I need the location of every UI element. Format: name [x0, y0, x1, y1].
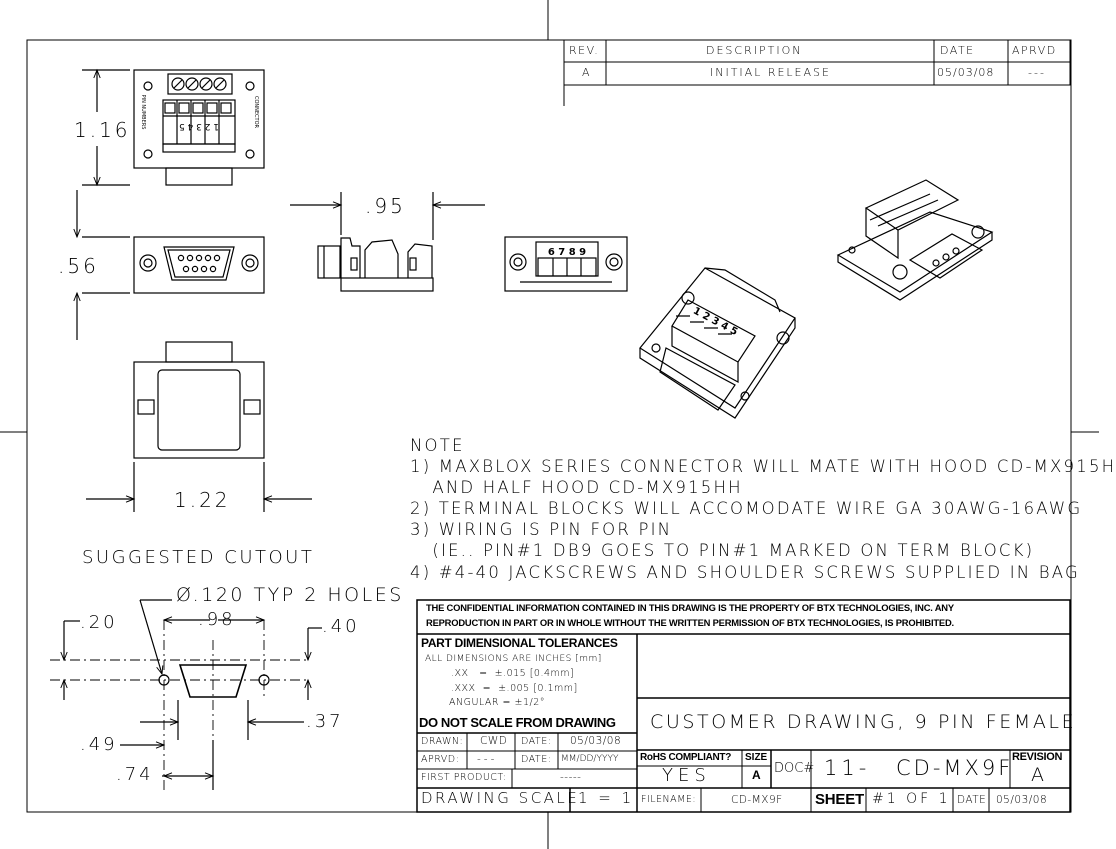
cutout-dim-40: .40 — [322, 616, 360, 637]
date-value: 05/03/08 — [996, 794, 1048, 806]
first-product-value: ----- — [560, 771, 582, 783]
confidential-line-2: REPRODUCTION IN PART OR IN WHOLE WITHOUT… — [426, 617, 954, 628]
approved-value: --- — [1028, 66, 1046, 79]
do-not-scale: DO NOT SCALE FROM DRAWING — [419, 715, 616, 730]
description-value: INITIAL RELEASE — [710, 66, 831, 79]
note-line-2: AND HALF HOOD CD-MX915HH — [410, 478, 743, 497]
filename-label: FILENAME: — [641, 794, 697, 805]
date-value: 05/03/08 — [937, 66, 995, 79]
aprvd-label: APRVD: — [421, 754, 460, 765]
top-view — [82, 68, 265, 187]
dim-depth-side: .95 — [365, 194, 406, 218]
drawn-value: CWD — [480, 735, 508, 747]
cutout-dim-37: .37 — [306, 711, 344, 732]
approved-header: APRVD — [1012, 44, 1057, 57]
doc-label: DOC# — [774, 761, 815, 776]
rohs-label: RoHS COMPLIANT? — [640, 752, 732, 763]
notes-heading: NOTE — [410, 436, 465, 455]
first-product-label: FIRST PRODUCT: — [421, 772, 507, 783]
top-view-side-label-2: CONNECTOR — [253, 96, 259, 129]
drawing-scale-label: DRAWING SCALE — [421, 789, 580, 807]
side-view — [290, 192, 485, 292]
tolerance-line-4: ANGULAR = ±1/2° — [449, 697, 546, 708]
drawn-date-label: DATE: — [521, 736, 552, 747]
rohs-value: YES — [662, 765, 711, 786]
drawing-scale-value: 1 = 1 — [578, 789, 635, 807]
front-view — [73, 190, 265, 340]
dim-height-top: 1.16 — [74, 118, 131, 142]
tolerance-line-1: ALL DIMENSIONS ARE INCHES [mm] — [425, 654, 602, 664]
doc-number: CD-MX9F — [896, 756, 1014, 780]
cutout-dim-74: .74 — [116, 764, 154, 785]
note-line-6: 4) #4-40 JACKSCREWS AND SHOULDER SCREWS … — [410, 563, 1080, 582]
rev-header: REV. — [569, 44, 600, 57]
note-line-3: 2) TERMINAL BLOCKS WILL ACCOMODATE WIRE … — [410, 499, 1083, 518]
rear-view-pin-numbers: 6 7 8 9 — [548, 247, 586, 258]
cutout-hole-note: Ø.120 TYP 2 HOLES — [176, 584, 404, 606]
revision-block-grid — [563, 39, 1071, 106]
size-value: A — [752, 768, 761, 782]
top-view-pin-numbers: 1 2 3 4 5 — [179, 121, 219, 131]
revision-value: A — [1031, 764, 1044, 786]
revision-label: REVISION — [1012, 751, 1063, 763]
date-label: DATE — [957, 794, 987, 806]
size-label: SIZE — [745, 752, 768, 763]
dim-height-front: .56 — [58, 254, 99, 278]
description-header: DESCRIPTION — [706, 44, 803, 57]
confidential-line-1: THE CONFIDENTIAL INFORMATION CONTAINED I… — [426, 602, 954, 613]
drawing-title: CUSTOMER DRAWING, 9 PIN FEMALE — [650, 711, 1077, 733]
doc-prefix: 11- — [824, 756, 871, 780]
tolerance-title: PART DIMENSIONAL TOLERANCES — [421, 636, 618, 650]
top-view-side-label: PIN NUMBERS — [140, 95, 146, 130]
cutout-dim-98: .98 — [198, 609, 236, 630]
cutout-title: SUGGESTED CUTOUT — [82, 547, 315, 568]
aprvd-value: --- — [477, 753, 498, 765]
cutout-dim-20: .20 — [80, 612, 118, 633]
tolerance-line-2: .XX = ±.015 [0.4mm] — [451, 668, 575, 679]
filename-value: CD-MX9F — [731, 794, 783, 806]
drawn-date-value: 05/03/08 — [570, 735, 622, 747]
cutout-dim-49: .49 — [80, 734, 118, 755]
rev-value: A — [582, 66, 590, 79]
aprvd-date-label: DATE: — [521, 754, 552, 765]
aprvd-date-value: MM/DD/YYYY — [561, 754, 619, 764]
tolerance-line-3: .XXX = ±.005 [0.1mm] — [451, 683, 578, 694]
sheet-value: #1 OF 1 — [872, 791, 951, 807]
rear-view — [504, 236, 628, 292]
drawn-label: DRAWN: — [421, 736, 464, 747]
note-line-5: (IE.. PIN#1 DB9 GOES TO PIN#1 MARKED ON … — [410, 541, 1035, 560]
isometric-view-large — [639, 267, 796, 419]
note-line-4: 3) WIRING IS PIN FOR PIN — [410, 520, 673, 539]
bottom-view — [86, 341, 312, 512]
title-block-grid — [416, 599, 1071, 813]
isometric-view-small — [836, 179, 994, 301]
cutout-drawing — [50, 599, 322, 790]
note-line-1: 1) MAXBLOX SERIES CONNECTOR WILL MATE WI… — [410, 457, 1116, 476]
dim-width-bottom: 1.22 — [174, 488, 231, 512]
date-header: DATE — [940, 44, 975, 57]
sheet-label: SHEET — [815, 791, 865, 808]
